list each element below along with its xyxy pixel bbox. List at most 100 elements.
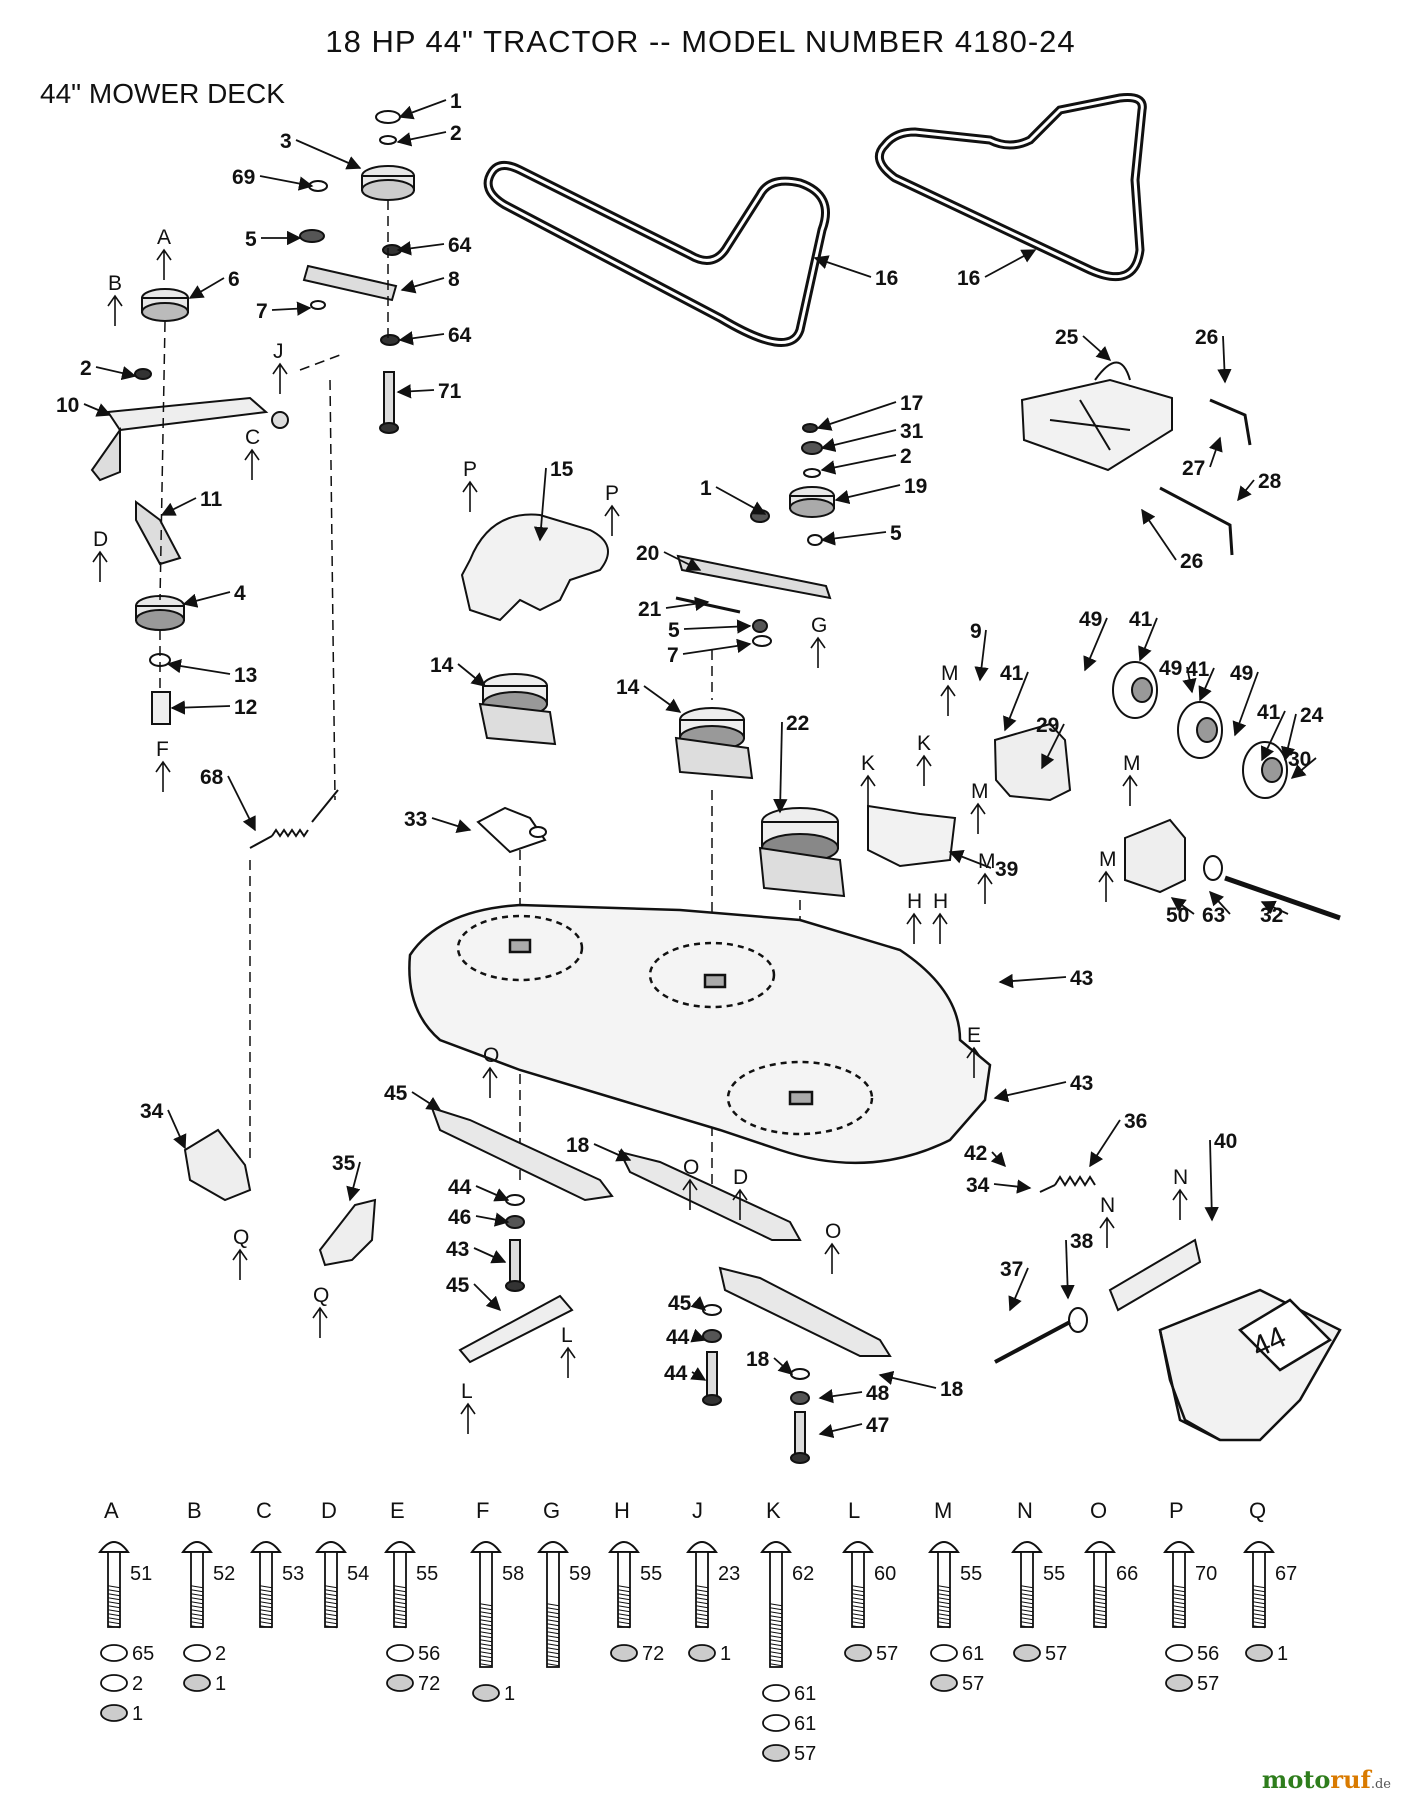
callout-leader <box>1060 1239 1075 1300</box>
callout: 25 <box>1055 326 1112 361</box>
callout-number: 41 <box>1129 608 1153 631</box>
hardware-key-letter: L <box>848 1498 860 1523</box>
bolt-thread <box>479 1611 493 1615</box>
hardware-key-letter: J <box>692 1498 703 1523</box>
callout: 42 <box>964 1142 1006 1168</box>
bolt-thread <box>479 1643 493 1647</box>
callout-number: 26 <box>1180 550 1203 573</box>
bolt-thread <box>937 1597 951 1601</box>
letter-marker-arrow <box>906 912 922 944</box>
letter-marker: M <box>977 850 996 904</box>
hardware-part-number: 57 <box>1197 1673 1219 1695</box>
callout-number: 40 <box>1214 1130 1237 1153</box>
letter-marker-arrow <box>940 684 956 716</box>
bolt-thread <box>324 1605 338 1609</box>
bolt-thread <box>479 1651 493 1655</box>
bolt-thread <box>1020 1617 1034 1621</box>
bolt-thread <box>1020 1589 1034 1593</box>
letter-marker: N <box>1099 1194 1115 1248</box>
callout-leader <box>773 721 788 814</box>
callout: 7 <box>256 300 312 323</box>
callout-leader <box>1003 671 1029 732</box>
bolt-thread <box>324 1625 338 1629</box>
callout-leader <box>83 403 112 417</box>
bolt-head <box>1084 1541 1116 1553</box>
letter-marker-arrow <box>732 1188 748 1220</box>
bolt-thread <box>479 1615 493 1619</box>
callout-number: 41 <box>1257 701 1281 724</box>
bolt-thread <box>1252 1625 1266 1629</box>
callout: 64 <box>396 234 472 257</box>
callout-leader <box>95 366 137 381</box>
callout-leader <box>182 591 231 608</box>
callout: 16 <box>957 249 1037 290</box>
bolt-thread <box>393 1597 407 1601</box>
callout-leader <box>1204 1139 1219 1222</box>
callout-number: 19 <box>904 475 927 498</box>
callout: 68 <box>200 766 256 832</box>
callout-leader <box>1260 900 1289 915</box>
bolt-thread <box>617 1613 631 1617</box>
hardware-part-number: 56 <box>418 1643 440 1665</box>
hardware-part-number: 23 <box>718 1563 740 1585</box>
callout-number: 32 <box>1260 904 1283 927</box>
bolt-thread <box>546 1607 560 1611</box>
callout: 26 <box>1195 326 1232 384</box>
bolt-thread <box>769 1623 783 1627</box>
letter-marker-label: A <box>157 226 171 249</box>
bolt-thread <box>1093 1625 1107 1629</box>
letter-marker: K <box>916 732 932 786</box>
callout-leader <box>1141 508 1177 561</box>
bolt-thread <box>1172 1593 1186 1597</box>
callout-leader <box>990 1151 1006 1168</box>
callout-number: 64 <box>448 234 472 257</box>
hardware-nut-washer <box>100 1644 128 1662</box>
letter-marker-arrow <box>462 480 478 512</box>
bolt-thread <box>393 1601 407 1605</box>
hardware-part-number: 51 <box>130 1563 152 1585</box>
letter-marker-label: E <box>967 1024 981 1047</box>
bracket-47 <box>318 1198 377 1267</box>
hardware-part-number: 1 <box>720 1643 731 1665</box>
callout-leader <box>473 1247 507 1264</box>
callout-leader <box>295 139 362 170</box>
callout-leader <box>690 1296 707 1311</box>
bolt-thread <box>107 1625 121 1629</box>
callout-number: 2 <box>900 445 912 468</box>
bolt-thread <box>107 1601 121 1605</box>
callout: 36 <box>1089 1110 1147 1168</box>
hardware-nut-washer <box>1013 1644 1041 1662</box>
bolt-thread <box>479 1655 493 1659</box>
letter-marker: H <box>906 890 922 944</box>
bolt-thread <box>393 1605 407 1609</box>
callout-leader <box>1083 617 1108 672</box>
callout: 49 <box>1159 657 1197 694</box>
bolt-thread <box>479 1635 493 1639</box>
callout-number: 2 <box>80 357 92 380</box>
callout: 20 <box>636 542 702 571</box>
bolt-thread <box>190 1621 204 1625</box>
letter-marker-label: L <box>461 1380 473 1403</box>
bolt-thread <box>190 1609 204 1613</box>
bolt-thread <box>1020 1613 1034 1617</box>
hardware-nut-washer <box>762 1684 790 1702</box>
hardware-nut-washer <box>183 1644 211 1662</box>
callout-number: 29 <box>1036 714 1059 737</box>
bolt-thread <box>259 1609 273 1613</box>
hardware-key-letter: A <box>104 1498 119 1523</box>
callout-leader <box>948 850 992 869</box>
bolt-thread <box>851 1593 865 1597</box>
belt-primary <box>483 161 830 347</box>
bolt-thread <box>259 1585 273 1589</box>
callout-number: 41 <box>1000 662 1024 685</box>
letter-marker-arrow <box>916 754 932 786</box>
letter-marker-label: K <box>861 752 875 775</box>
letter-marker: M <box>940 662 959 716</box>
callout-number: 9 <box>970 620 982 643</box>
callout-leader <box>1260 710 1286 762</box>
bolt-thread <box>1252 1597 1266 1601</box>
callout-leader <box>1217 335 1232 384</box>
callout: 28 <box>1237 470 1282 502</box>
callout: 9 <box>970 620 989 682</box>
